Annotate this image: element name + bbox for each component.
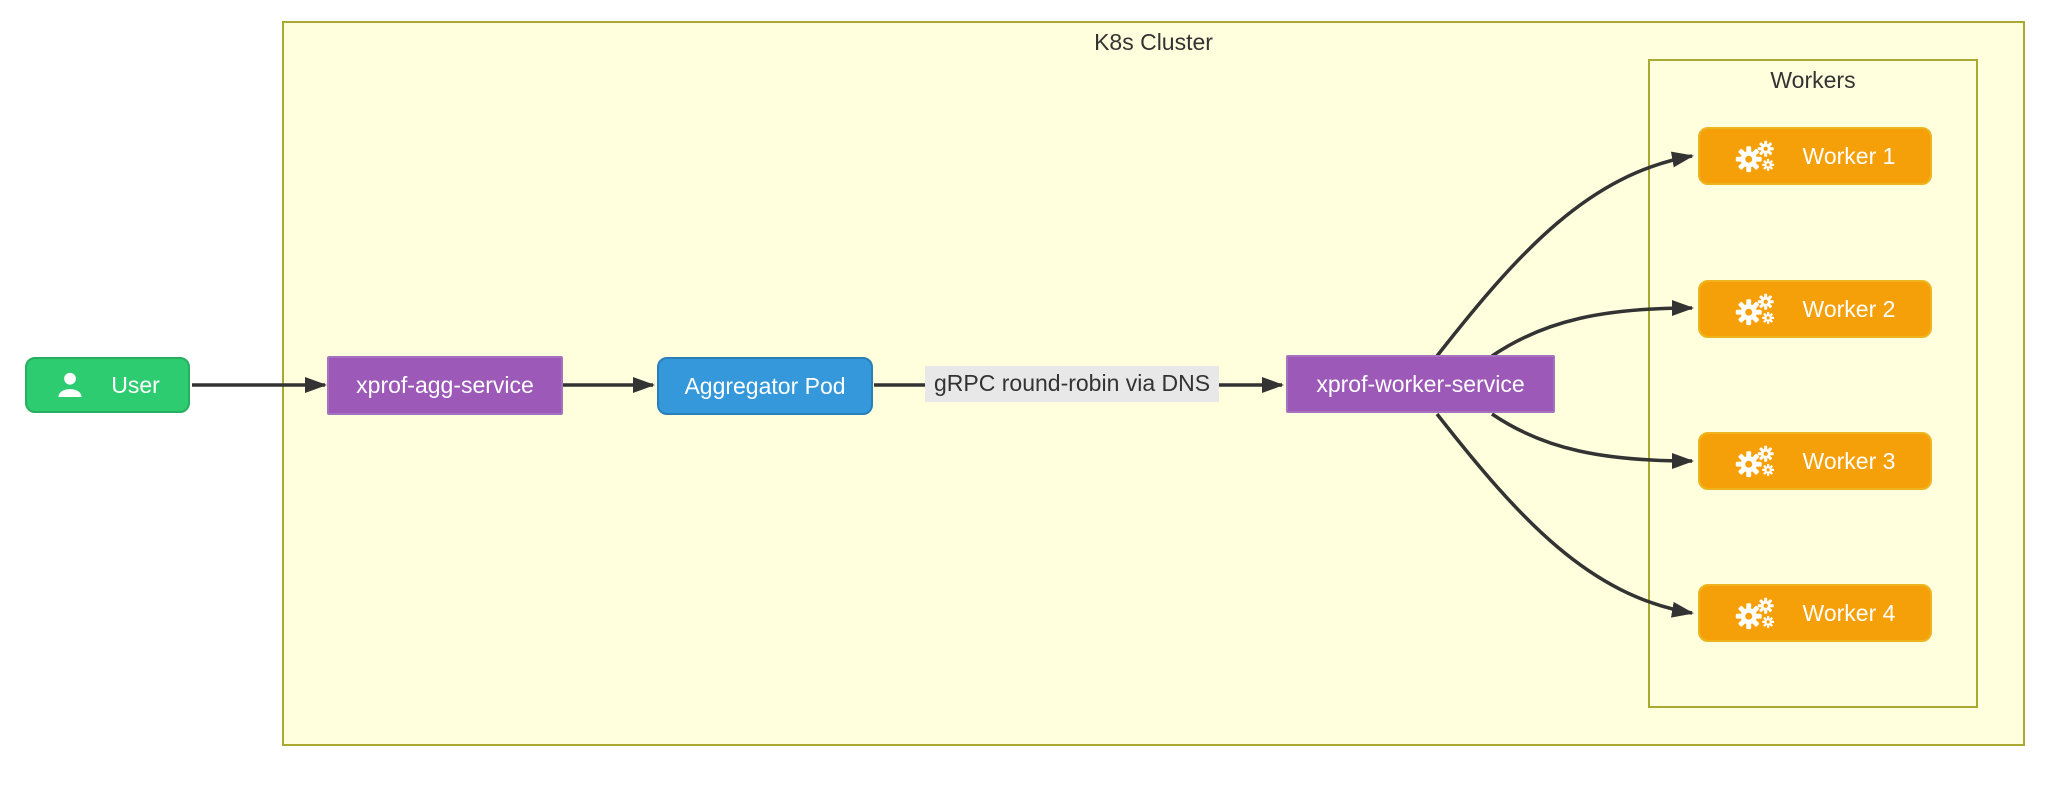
node-worker-1: Worker 1: [1698, 127, 1932, 185]
node-worker-3: Worker 3: [1698, 432, 1932, 490]
node-worker-2: Worker 2: [1698, 280, 1932, 338]
node-xprof-agg-service: xprof-agg-service: [327, 356, 563, 415]
node-worker-1-label: Worker 1: [1802, 142, 1896, 169]
user-icon: [58, 372, 82, 397]
node-xprof-worker-service-label: xprof-worker-service: [1316, 370, 1525, 397]
cogs-icon: [1735, 597, 1774, 630]
node-worker-2-label: Worker 2: [1802, 295, 1896, 322]
node-xprof-agg-service-label: xprof-agg-service: [356, 372, 534, 398]
edge-label-grpc: gRPC round-robin via DNS: [925, 366, 1220, 402]
node-user-label: User: [111, 371, 160, 398]
workers-group-title: Workers: [1770, 67, 1856, 93]
node-aggregator-pod-label: Aggregator Pod: [684, 372, 846, 399]
node-worker-3-label: Worker 3: [1802, 447, 1896, 474]
cogs-icon: [1735, 140, 1774, 173]
node-aggregator-pod: Aggregator Pod: [657, 357, 873, 415]
node-user: User: [25, 357, 190, 413]
node-xprof-worker-service: xprof-worker-service: [1286, 355, 1555, 413]
cogs-icon: [1735, 445, 1774, 478]
node-worker-4-label: Worker 4: [1802, 599, 1896, 626]
k8s-cluster-title: K8s Cluster: [1094, 29, 1213, 55]
node-worker-4: Worker 4: [1698, 584, 1932, 642]
cogs-icon: [1735, 293, 1774, 326]
